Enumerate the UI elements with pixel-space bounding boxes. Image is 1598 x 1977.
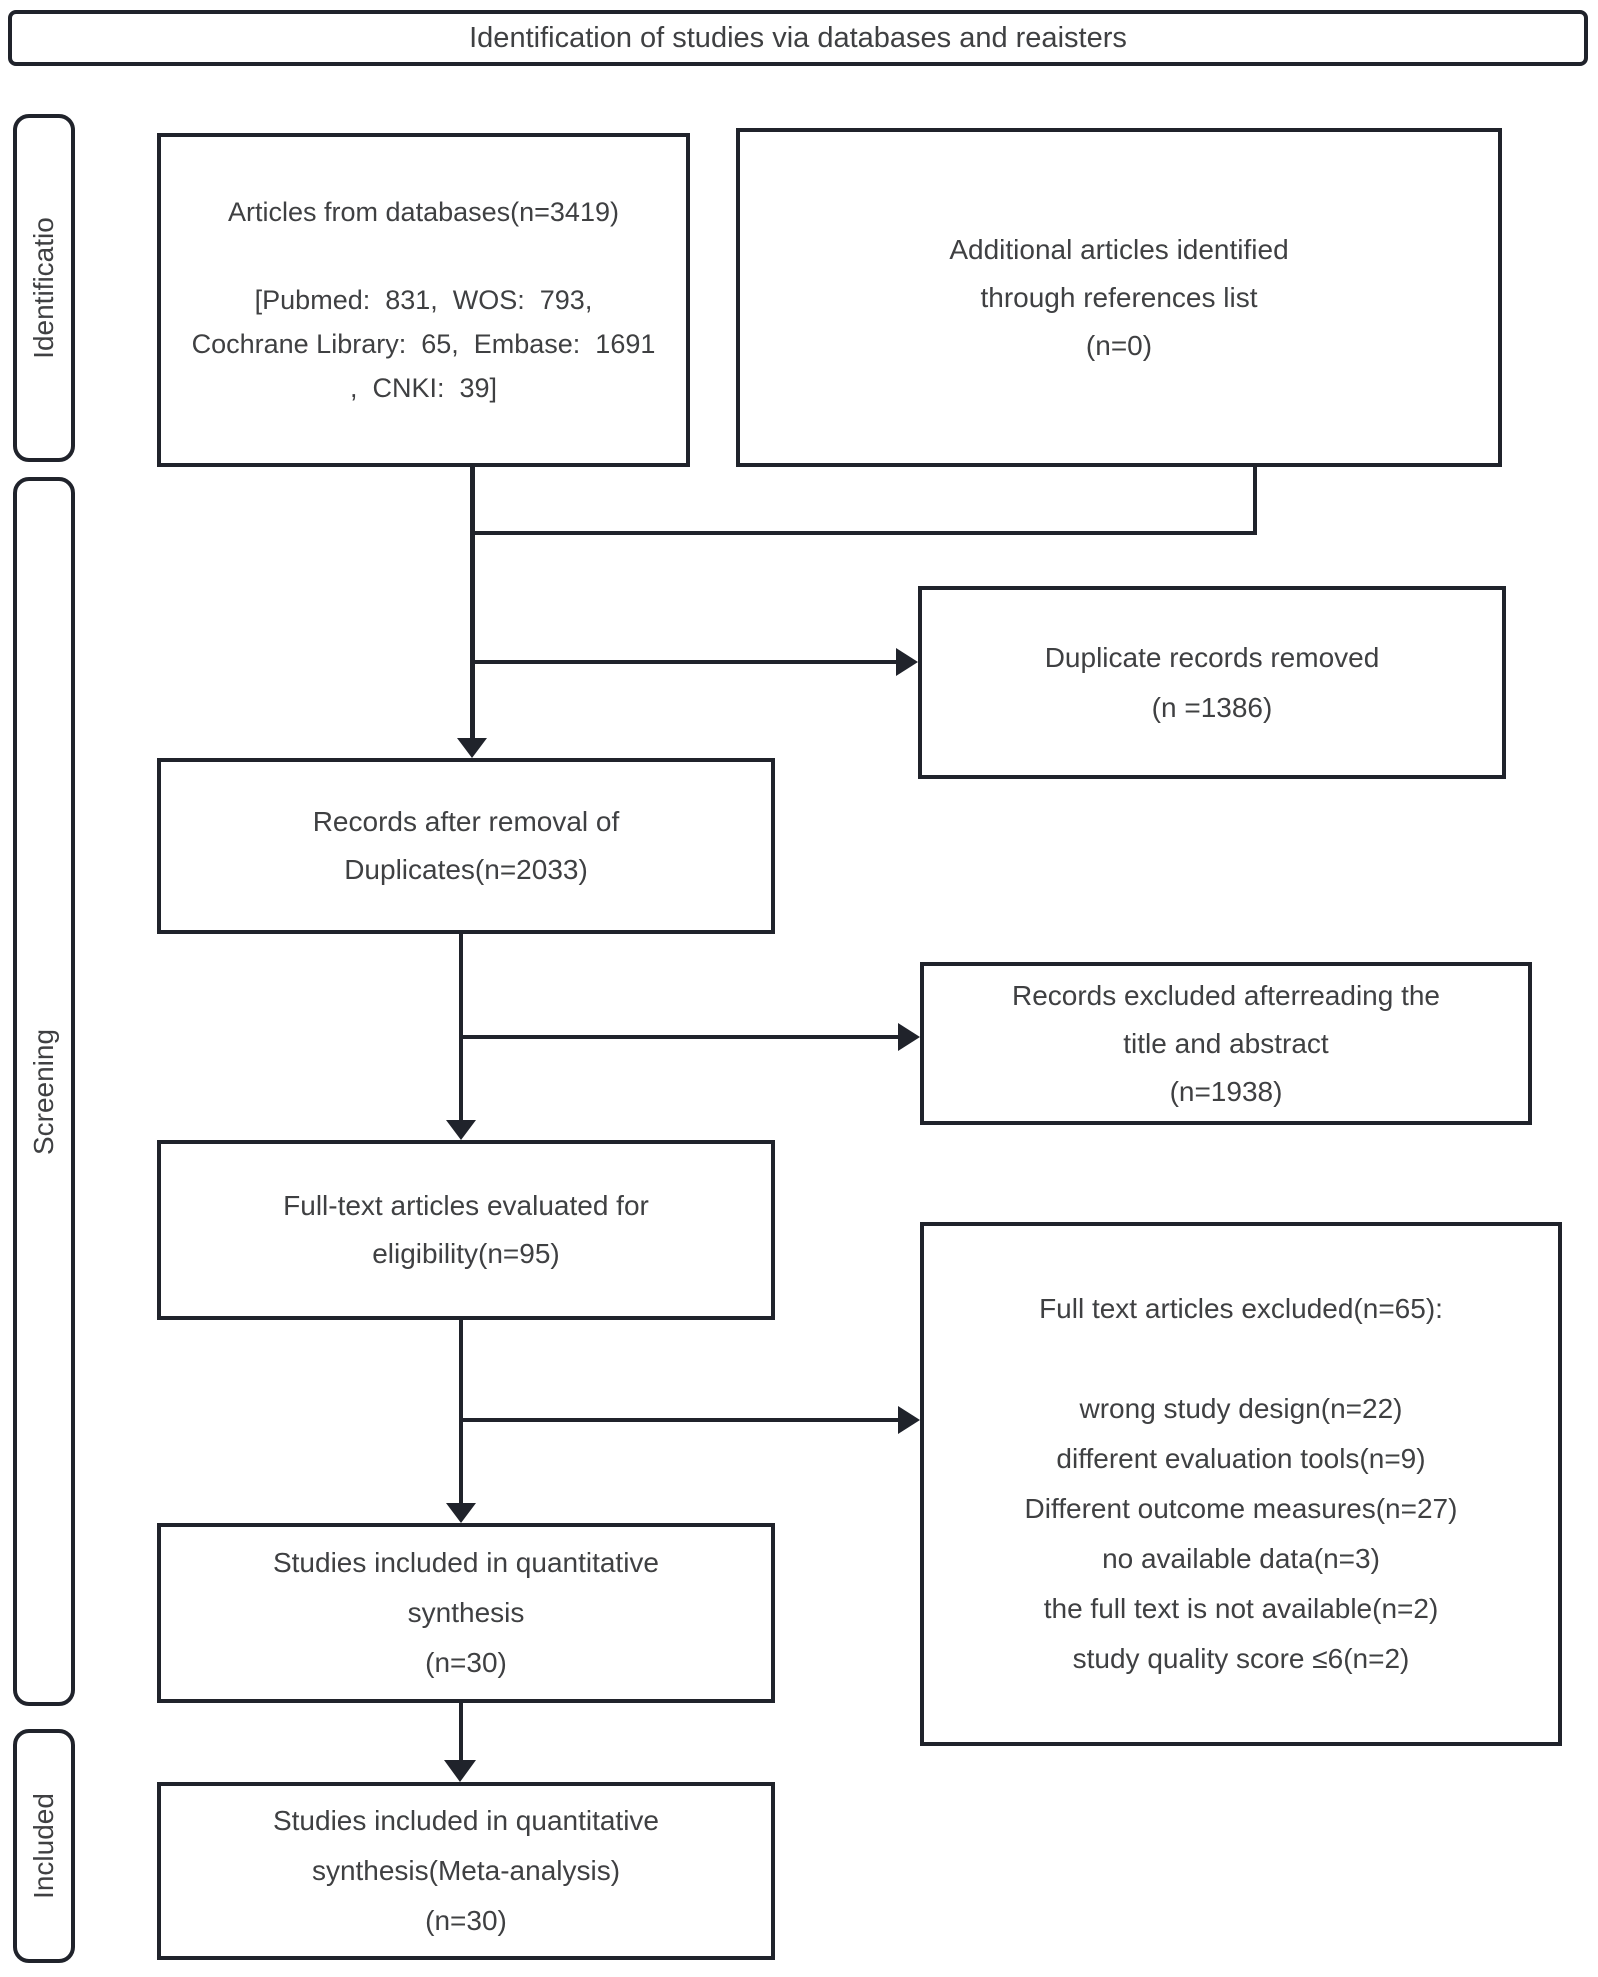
connector-duplicates-branch (472, 660, 896, 664)
box-additional-articles-text: Additional articles identified through r… (949, 233, 1289, 361)
box-articles-from-databases: Articles from databases(n=3419) [Pubmed:… (157, 133, 690, 467)
connector-merge-horizontal (470, 531, 1257, 535)
box-quantitative-synthesis-text: Studies included in quantitative synthes… (272, 1547, 660, 1678)
box-records-after-removal: Records after removal of Duplicates(n=20… (157, 758, 775, 934)
stage-included-label: Included (28, 1793, 59, 1899)
box-records-excluded-title-abstract-text: Records excluded afterreading the title … (1011, 979, 1441, 1107)
box-fulltext-excluded: Full text articles excluded(n=65): wrong… (920, 1222, 1562, 1746)
arrowhead-down-3 (446, 1503, 476, 1523)
connector-trunk-2 (459, 934, 463, 1120)
arrowhead-right-2 (898, 1023, 920, 1051)
box-quantitative-synthesis: Studies included in quantitative synthes… (157, 1523, 775, 1703)
stage-screening-label: Screening (28, 1028, 59, 1155)
box-fulltext-evaluated-text: Full-text articles evaluated for eligibi… (283, 1190, 649, 1269)
box-records-after-removal-text: Records after removal of Duplicates(n=20… (312, 806, 620, 885)
arrowhead-down-4 (444, 1760, 476, 1782)
box-additional-articles: Additional articles identified through r… (736, 128, 1502, 467)
box-fulltext-evaluated: Full-text articles evaluated for eligibi… (157, 1140, 775, 1320)
arrowhead-right-1 (896, 648, 918, 676)
arrowhead-down-2 (446, 1120, 476, 1140)
box-records-excluded-title-abstract: Records excluded afterreading the title … (920, 962, 1532, 1125)
stage-included: Included (13, 1729, 75, 1963)
stage-identification: Identificatio (13, 114, 75, 462)
box-duplicate-records-removed: Duplicate records removed (n =1386) (918, 586, 1506, 779)
arrowhead-down-1 (457, 738, 487, 758)
connector-trunk-1 (470, 467, 475, 740)
connector-trunk-3 (459, 1320, 463, 1503)
box-meta-analysis-text: Studies included in quantitative synthes… (272, 1805, 660, 1936)
stage-screening: Screening (13, 477, 75, 1706)
diagram-title: Identification of studies via databases … (469, 21, 1127, 54)
box-duplicate-records-removed-text: Duplicate records removed (n =1386) (1044, 641, 1380, 723)
box-fulltext-excluded-text: Full text articles excluded(n=65): wrong… (1024, 1293, 1458, 1674)
connector-trunk-4 (459, 1703, 463, 1762)
connector-references-drop (1253, 467, 1257, 535)
box-articles-from-databases-text: Articles from databases(n=3419) [Pubmed:… (191, 197, 656, 403)
connector-title-abstract-branch (459, 1035, 898, 1039)
arrowhead-right-3 (898, 1406, 920, 1434)
diagram-title-box: Identification of studies via databases … (8, 10, 1588, 66)
stage-identification-label: Identificatio (28, 217, 59, 359)
box-meta-analysis: Studies included in quantitative synthes… (157, 1782, 775, 1960)
connector-fulltext-excluded-branch (459, 1418, 898, 1422)
